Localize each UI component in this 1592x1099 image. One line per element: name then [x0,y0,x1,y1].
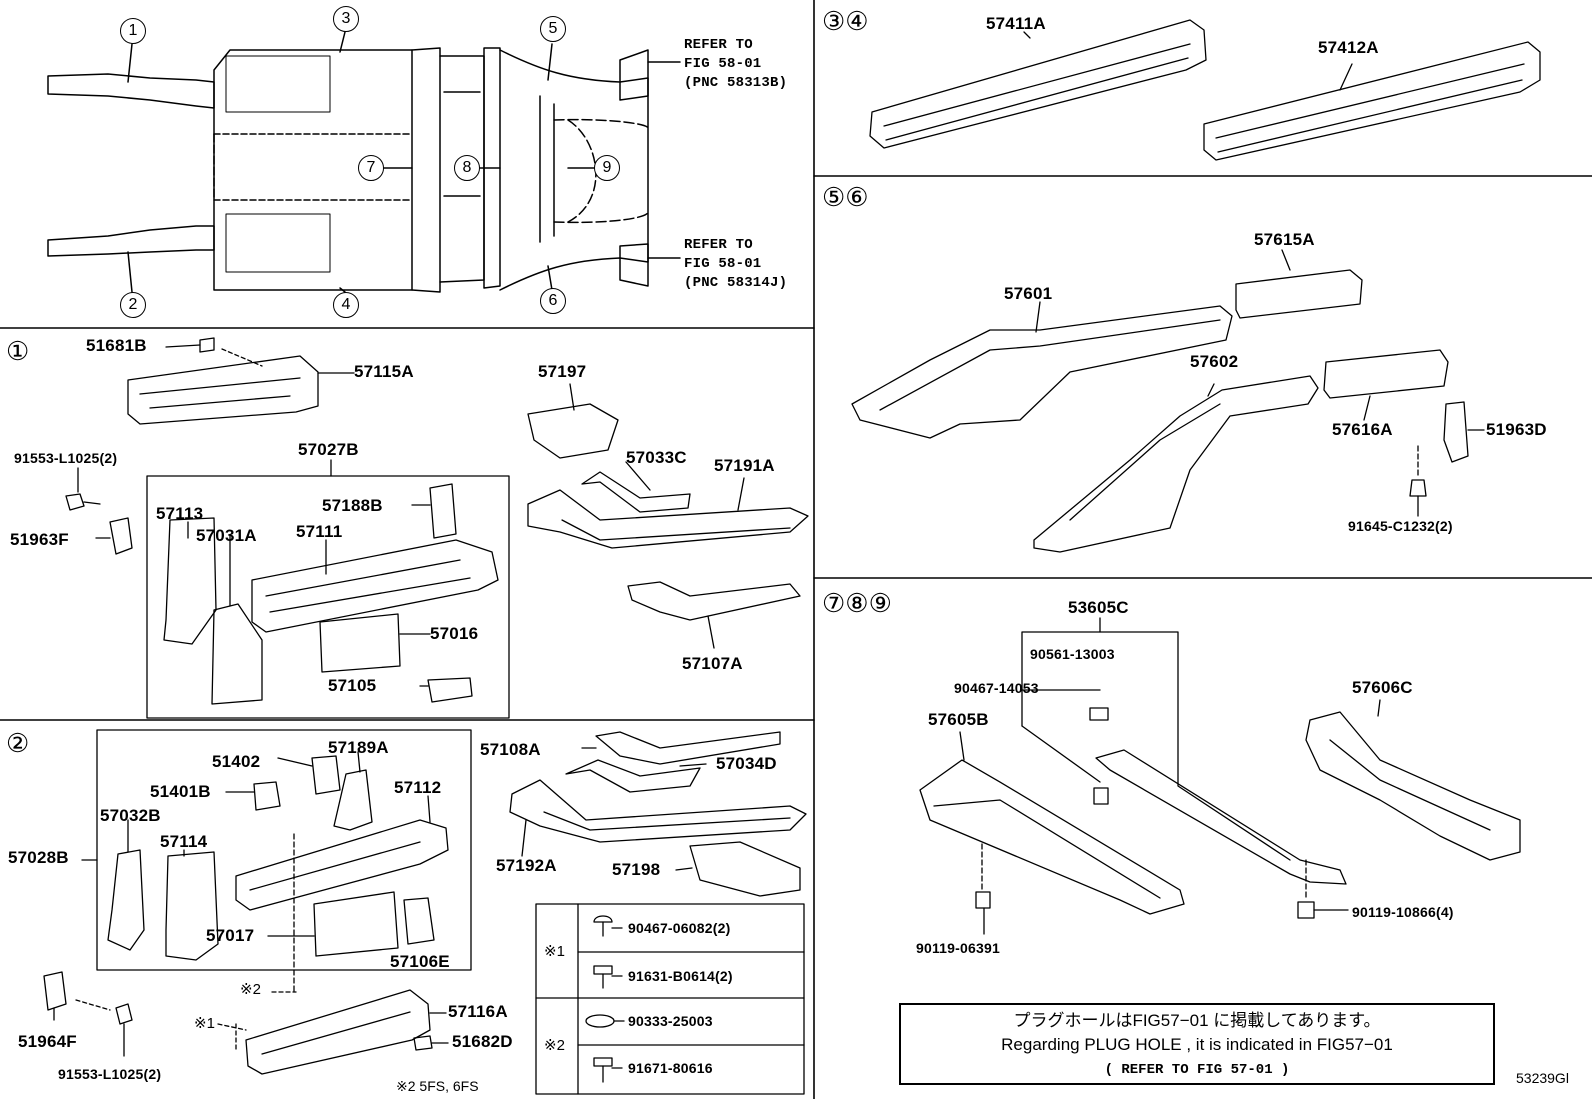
part-57112: 57112 [394,778,442,797]
part-51402: 51402 [212,752,261,771]
part-57197: 57197 [538,362,587,381]
refer-note-bottom: REFER TO FIG 58-01 (PNC 58314J) [684,236,787,293]
part-57114: 57114 [160,832,208,851]
overview-marker-1: 1 [120,18,146,44]
part-90119-06391: 90119-06391 [916,940,1000,956]
part-57605B: 57605B [928,710,989,729]
fastener-group2-mark: ※2 [544,1037,565,1054]
refer-bottom-line2: FIG 58-01 [684,256,762,272]
section-header-34: ③④ [822,6,869,36]
part-51682D: 51682D [452,1032,513,1051]
mark-2-indicator: ※2 [240,981,261,998]
part-57606C: 57606C [1352,678,1413,697]
part-57017: 57017 [206,926,255,945]
part-57105: 57105 [328,676,377,695]
part-51401B: 51401B [150,782,211,801]
section1-parts [65,337,809,719]
overview-marker-6: 6 [540,288,566,314]
part-57108A: 57108A [480,740,541,759]
part-57027B: 57027B [298,440,359,459]
part-57411A: 57411A [986,14,1046,33]
part-57016: 57016 [430,624,479,643]
part-91553-L1025-b: 91553-L1025(2) [58,1066,162,1082]
overview-marker-9: 9 [594,155,620,181]
refer-bottom-line3: (PNC 58314J) [684,275,788,291]
overview-marker-2: 2 [120,292,146,318]
part-91553-L1025-a: 91553-L1025(2) [14,450,118,466]
figure-id: 53239Gl [1516,1070,1569,1086]
part-90467-14053: 90467-14053 [954,680,1039,696]
part-57028B: 57028B [8,848,69,867]
refer-top-line3: (PNC 58313B) [684,75,788,91]
overview-marker-4: 4 [333,292,359,318]
part-57116A: 57116A [448,1002,508,1021]
note-line-english: Regarding PLUG HOLE , it is indicated in… [1001,1035,1393,1054]
chassis-overview [47,31,681,293]
refer-bottom-line1: REFER TO [684,237,753,253]
fastener-group1-mark: ※1 [544,943,565,960]
part-57106E: 57106E [390,952,450,971]
part-90561-13003: 90561-13003 [1030,646,1115,662]
part-57032B: 57032B [100,806,161,825]
plug-hole-note: プラグホールはFIG57−01 に掲載してあります。 Regarding PLU… [899,1003,1495,1085]
part-51963F: 51963F [10,530,69,549]
fastener-90333-25003: 90333-25003 [628,1013,713,1029]
part-57034D: 57034D [716,754,777,773]
part-57189A: 57189A [328,738,389,757]
part-51964F: 51964F [18,1032,77,1051]
section789-parts [919,617,1521,935]
mark-1-indicator: ※1 [194,1015,215,1032]
overview-marker-7: 7 [358,155,384,181]
part-57033C: 57033C [626,448,687,467]
note-line-japanese: プラグホールはFIG57−01 に掲載してあります。 [1013,1011,1381,1030]
part-57188B: 57188B [322,496,383,515]
overview-marker-8: 8 [454,155,480,181]
fastener-91671-80616: 91671-80616 [628,1060,713,1076]
section2-parts [43,729,807,1095]
part-91645-C1232: 91645-C1232(2) [1348,518,1453,534]
part-57113: 57113 [156,504,204,523]
overview-marker-5: 5 [540,16,566,42]
part-51681B: 51681B [86,336,147,355]
refer-top-line2: FIG 58-01 [684,56,762,72]
section-header-789: ⑦⑧⑨ [822,588,892,618]
part-57111: 57111 [296,522,343,541]
section-header-56: ⑤⑥ [822,182,869,212]
part-57602: 57602 [1190,352,1239,371]
refer-top-line1: REFER TO [684,37,753,53]
part-57198: 57198 [612,860,661,879]
part-51963D: 51963D [1486,420,1547,439]
section34-parts [869,19,1541,161]
section56-parts [851,249,1485,553]
section-header-1: ① [6,336,30,366]
part-57115A: 57115A [354,362,414,381]
refer-note-top: REFER TO FIG 58-01 (PNC 58313B) [684,36,787,93]
part-57031A: 57031A [196,526,257,545]
part-57601: 57601 [1004,284,1053,303]
section-header-2: ② [6,728,30,758]
fastener-90467-06082: 90467-06082(2) [628,920,731,936]
part-53605C: 53605C [1068,598,1129,617]
part-57191A: 57191A [714,456,775,475]
part-57616A: 57616A [1332,420,1393,439]
overview-marker-3: 3 [333,6,359,32]
fastener-91631-B0614: 91631-B0614(2) [628,968,733,984]
part-57412A: 57412A [1318,38,1379,57]
part-57615A: 57615A [1254,230,1315,249]
footnote: ※2 5FS, 6FS [396,1078,479,1094]
part-57107A: 57107A [682,654,743,673]
part-90119-10866: 90119-10866(4) [1352,904,1454,920]
part-57192A: 57192A [496,856,557,875]
note-line-refer: ( REFER TO FIG 57-01 ) [1104,1062,1290,1078]
